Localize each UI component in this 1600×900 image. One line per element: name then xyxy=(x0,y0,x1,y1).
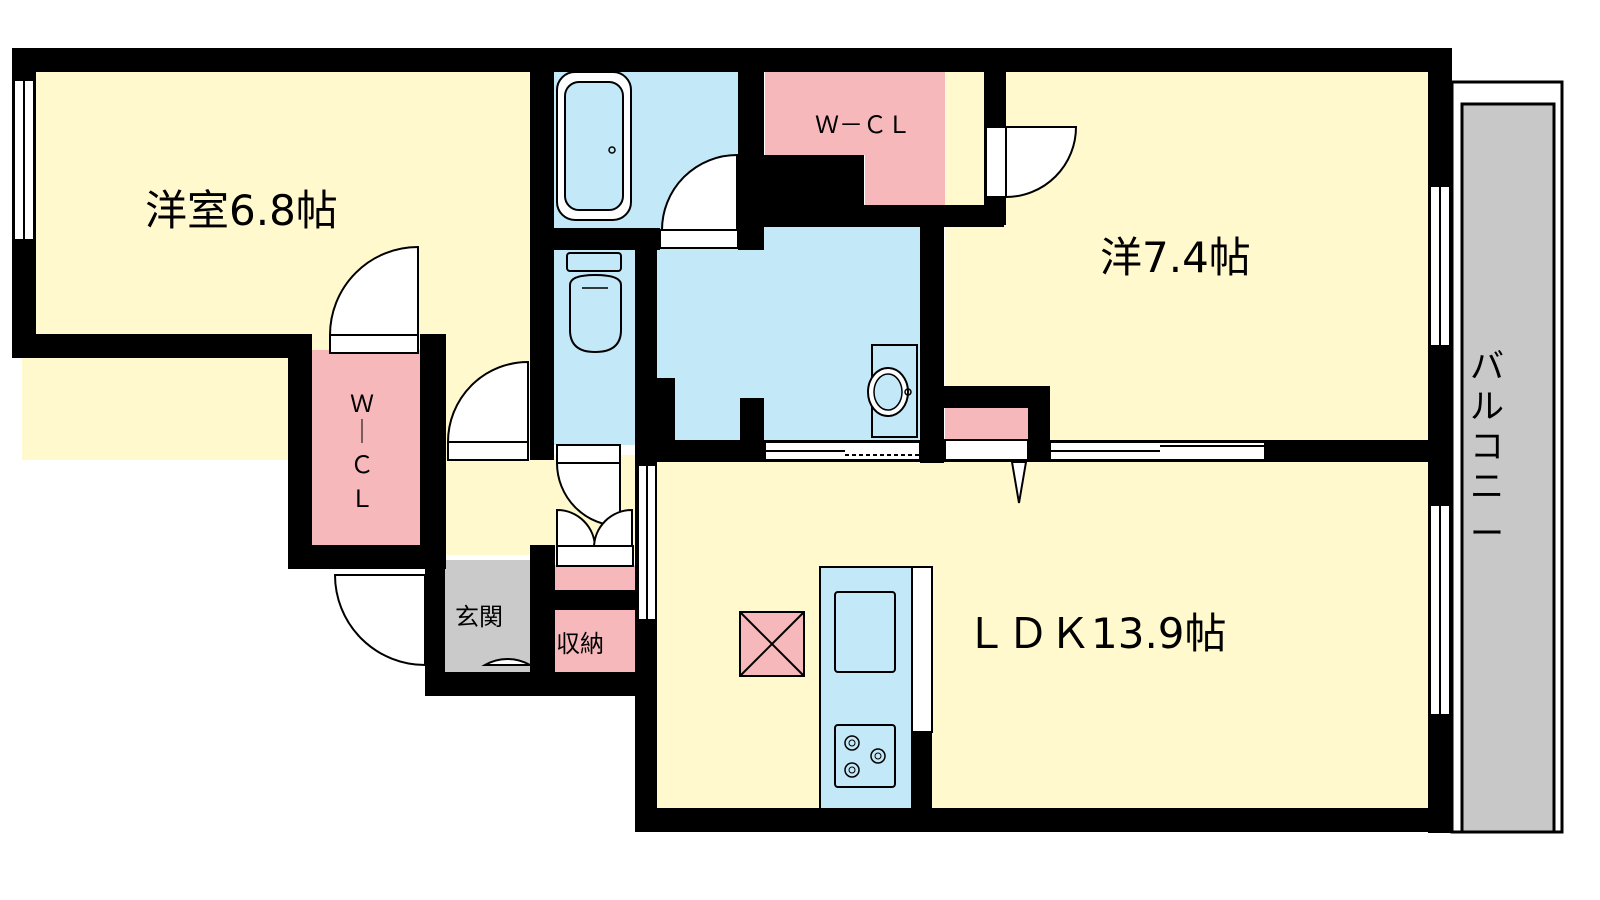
sink-icon xyxy=(834,591,896,673)
storage-label: 収納 xyxy=(556,630,604,658)
balcony xyxy=(1450,80,1564,834)
room-fills xyxy=(22,60,1440,820)
closet-label-left-char: ｜ xyxy=(350,418,374,446)
balcony-label-char: バ xyxy=(1470,347,1504,387)
room-label-western-6-8: 洋室6.8帖 xyxy=(145,186,338,235)
closet-label-left-char: Ｌ xyxy=(350,485,374,513)
balcony-label-char: コ xyxy=(1470,427,1504,467)
stove-icon xyxy=(834,724,896,788)
closet-label-left-char: Ｃ xyxy=(350,451,374,479)
room-label-western-7-4: 洋7.4帖 xyxy=(1100,233,1251,282)
direction-marker xyxy=(1010,461,1028,504)
closet-label-left-char: Ｗ xyxy=(350,390,374,418)
kitchen-backsplash xyxy=(911,566,933,733)
washbasin-icon xyxy=(867,344,918,438)
closet-label-top: Ｗ－ＣＬ xyxy=(815,111,911,139)
balcony-label: バ ル コ ニ ー xyxy=(1470,347,1504,554)
toilet-icon xyxy=(566,252,622,354)
entrance-label: 玄関 xyxy=(455,603,503,631)
balcony-label-char: ー xyxy=(1470,514,1504,554)
closet-label-left: Ｗ ｜ Ｃ Ｌ xyxy=(350,390,374,513)
balcony-label-char: ニ xyxy=(1470,467,1504,507)
bathtub-icon xyxy=(556,71,632,221)
openings xyxy=(13,79,1451,716)
door-swings xyxy=(328,126,1078,667)
room-label-ldk: ＬＤＫ13.9帖 xyxy=(965,609,1227,658)
balcony-label-char: ル xyxy=(1470,387,1504,427)
refrigerator-space-icon xyxy=(739,611,805,677)
